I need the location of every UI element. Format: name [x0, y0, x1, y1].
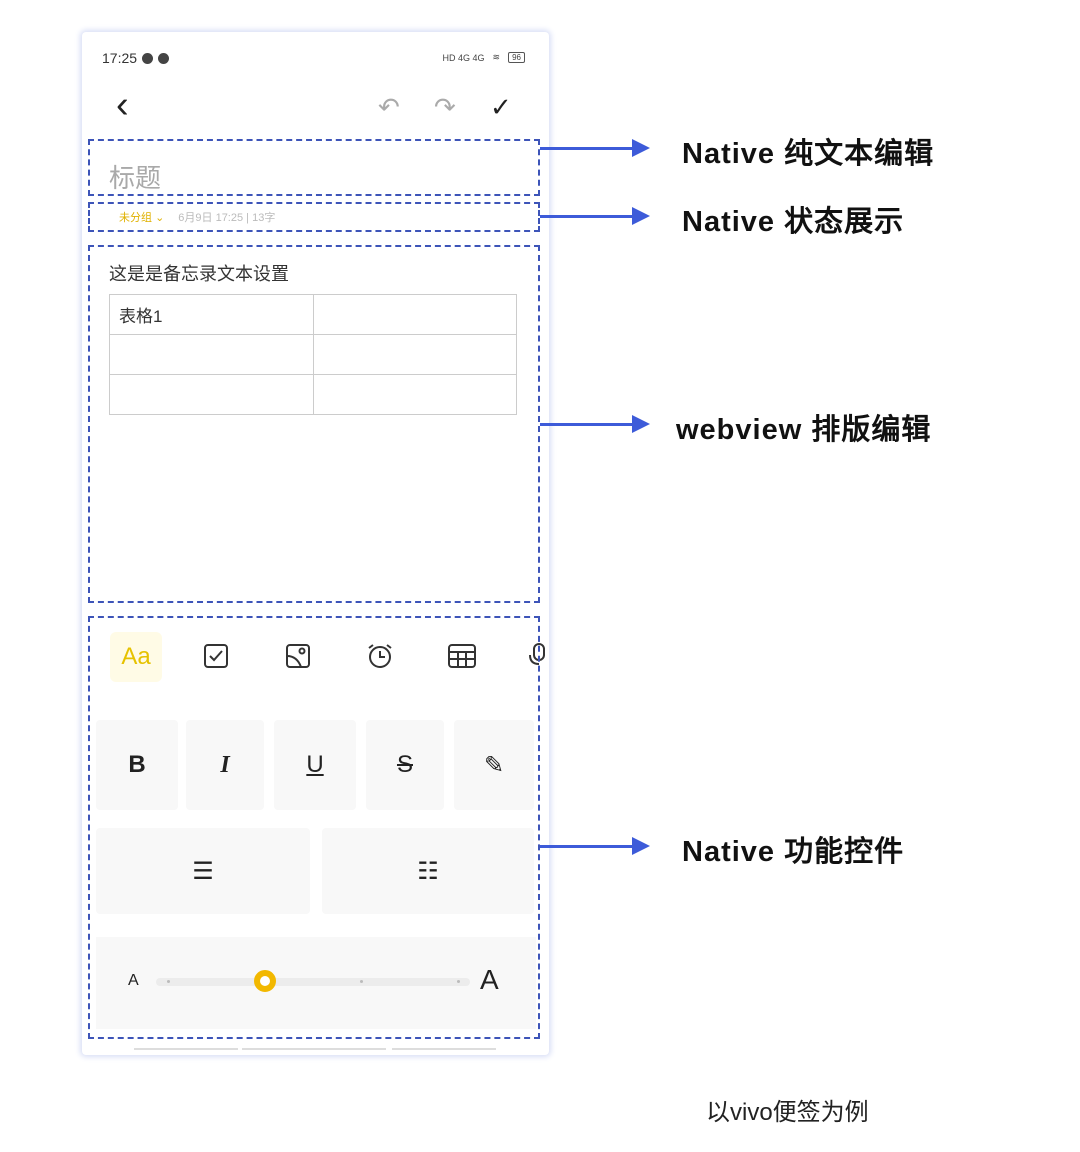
highlight-button[interactable]: ✎	[454, 720, 534, 810]
redo-button[interactable]: ↷	[434, 92, 456, 122]
title-input[interactable]: 标题	[109, 163, 162, 193]
annotation-status: Native 状态展示	[682, 206, 905, 238]
text-style-button[interactable]: Aa	[110, 632, 162, 682]
network-indicator: HD 4G 4G	[442, 52, 485, 63]
table-cell[interactable]	[312, 294, 517, 335]
highlighter-icon: ✎	[483, 751, 505, 779]
arrow-icon	[540, 415, 650, 433]
font-size-slider[interactable]	[156, 970, 470, 992]
status-time: 17:25	[102, 50, 138, 66]
controls-region-outline	[88, 616, 540, 1039]
annotation-webview: webview 排版编辑	[676, 414, 932, 446]
image-icon[interactable]	[280, 638, 316, 674]
bullet-list-button[interactable]: ☰	[96, 828, 310, 914]
arrow-icon	[540, 139, 650, 157]
table-cell[interactable]	[109, 374, 314, 415]
numbered-list-button[interactable]: ☷	[322, 828, 534, 914]
slider-tick	[360, 980, 364, 983]
divider	[392, 1048, 496, 1050]
slider-tick	[457, 980, 460, 983]
status-bar: 17:25	[102, 50, 170, 66]
divider	[134, 1048, 238, 1050]
annotation-controls: Native 功能控件	[682, 836, 905, 868]
bold-button[interactable]: B	[96, 720, 178, 810]
chevron-down-icon: ⌄	[155, 212, 165, 224]
meta-separator: |	[246, 212, 250, 224]
table-cell[interactable]	[312, 374, 517, 415]
table-cell[interactable]	[109, 334, 314, 375]
save-button[interactable]: ✓	[490, 92, 512, 122]
note-table[interactable]: 表格1	[109, 294, 517, 415]
table-icon[interactable]	[444, 638, 480, 674]
arrow-icon	[540, 207, 650, 225]
bullet-list-icon: ☰	[192, 857, 214, 885]
group-selector[interactable]: 未分组 ⌄	[119, 212, 164, 224]
slider-tick	[167, 980, 170, 983]
status-region-outline	[88, 202, 540, 232]
alarm-icon[interactable]	[362, 638, 398, 674]
strikethrough-button[interactable]: S	[366, 720, 444, 810]
group-label: 未分组	[119, 212, 152, 224]
notification-icon	[142, 53, 154, 64]
word-count: 13字	[252, 212, 276, 224]
battery-icon: 96	[508, 52, 525, 63]
back-button[interactable]: ‹	[116, 84, 129, 126]
table-cell[interactable]: 表格1	[109, 294, 314, 335]
title-region-outline	[88, 139, 540, 196]
status-icons: HD 4G 4G ≋ 96	[443, 52, 525, 63]
divider	[242, 1048, 386, 1050]
undo-button[interactable]: ↶	[378, 92, 400, 122]
checklist-icon[interactable]	[198, 638, 234, 674]
note-date: 6月9日 17:25	[178, 212, 244, 224]
italic-button[interactable]: I	[186, 720, 264, 810]
webview-region-outline	[88, 245, 540, 603]
note-body-text[interactable]: 这是是备忘录文本设置	[109, 264, 289, 284]
wifi-icon: ≋	[492, 52, 501, 62]
caption: 以vivo便签为例	[706, 1099, 869, 1126]
numbered-list-icon: ☷	[417, 857, 439, 885]
underline-button[interactable]: U	[274, 720, 356, 810]
message-icon	[158, 53, 170, 64]
note-meta: 未分组 ⌄ 6月9日 17:25 | 13字	[119, 209, 275, 225]
annotation-title: Native 纯文本编辑	[682, 138, 935, 170]
font-small-label: A	[128, 972, 139, 989]
slider-thumb[interactable]	[253, 970, 276, 992]
arrow-icon	[540, 837, 650, 855]
font-large-label: A	[480, 964, 499, 995]
